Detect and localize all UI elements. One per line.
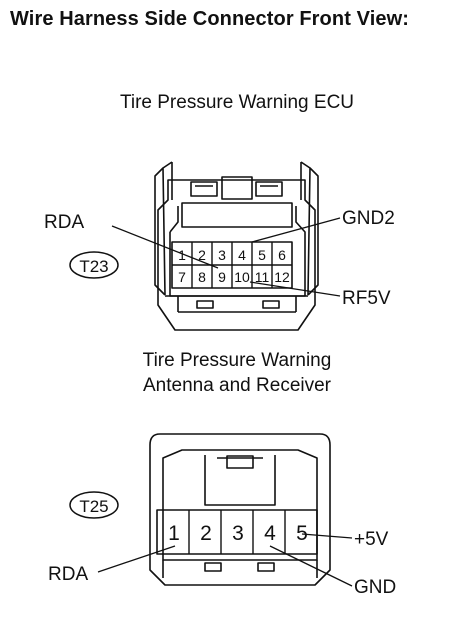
ecu-left-latch [154, 167, 166, 296]
antenna-pin-2: 2 [200, 522, 212, 545]
ecu-leader-lines [111, 217, 341, 297]
ecu-code: T23 [79, 257, 108, 276]
antenna-leader-lines [97, 533, 353, 587]
antenna-pin-5: 5 [296, 522, 308, 545]
antenna-code: T25 [79, 497, 108, 516]
antenna-body [149, 433, 331, 586]
ecu-connector [154, 161, 319, 331]
antenna-title-line2: Antenna and Receiver [142, 375, 331, 396]
antenna-label-rda: RDA [48, 564, 88, 585]
ecu-pin-8: 8 [198, 269, 206, 285]
antenna-pins [188, 510, 286, 554]
ecu-pin-11: 11 [255, 269, 270, 285]
antenna-bottom-notch-left [204, 562, 222, 572]
ecu-label-rf5v: RF5V [342, 288, 391, 309]
ecu-label-rda: RDA [44, 212, 84, 233]
ecu-bottom-notch-left [196, 300, 214, 309]
ecu-pin-10: 10 [234, 269, 250, 285]
antenna-pin-1: 1 [168, 522, 180, 545]
ecu-bottom-notch-right [262, 300, 280, 309]
antenna-connector [149, 433, 331, 586]
ecu-pin-4: 4 [238, 247, 246, 263]
antenna-label-gnd: GND [354, 577, 396, 598]
ecu-pin-2: 2 [198, 247, 206, 263]
ecu-pin-3: 3 [218, 247, 226, 263]
ecu-right-latch [307, 167, 319, 296]
antenna-latch-tab [226, 455, 254, 469]
ecu-pin-12: 12 [274, 269, 290, 285]
ecu-title: Tire Pressure Warning ECU [119, 92, 355, 113]
antenna-pin-block [156, 509, 318, 555]
ecu-pin-7: 7 [178, 269, 186, 285]
ecu-lock-tab-center [221, 176, 253, 200]
ecu-code-badge [69, 251, 119, 279]
ecu-body [157, 179, 316, 331]
antenna-label-plus5v: +5V [354, 529, 389, 550]
ecu-pin-9: 9 [218, 269, 226, 285]
antenna-title-line1: Tire Pressure Warning [142, 350, 332, 371]
ecu-lock-tab-left [190, 181, 218, 197]
antenna-pin-3: 3 [232, 522, 244, 545]
antenna-bottom-notch-right [257, 562, 275, 572]
ecu-lock-tab-right [255, 181, 283, 197]
ecu-key-slot [181, 202, 293, 228]
ecu-pin-1: 1 [178, 247, 186, 263]
ecu-pin-5: 5 [258, 247, 266, 263]
antenna-pin-4: 4 [264, 522, 276, 545]
antenna-code-badge [69, 491, 119, 519]
ecu-label-gnd2: GND2 [342, 208, 395, 229]
diagram-heading: Wire Harness Side Connector Front View: [10, 8, 409, 30]
ecu-pin-6: 6 [278, 247, 286, 263]
